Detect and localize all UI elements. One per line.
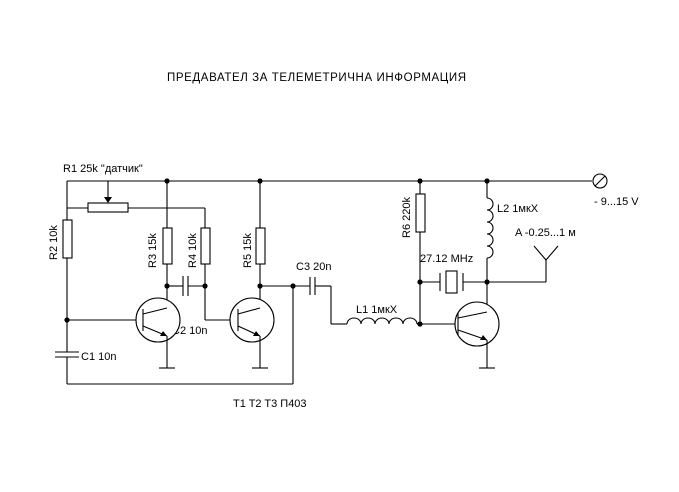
t1-transistor xyxy=(135,297,181,369)
supply-terminal xyxy=(592,173,608,189)
c2-label: C2 10n xyxy=(172,325,207,337)
t3-transistor xyxy=(454,301,500,369)
r6-label: R6 220k xyxy=(401,197,413,238)
r4-resistor xyxy=(200,208,238,321)
crystal-frequency-label: 27.12 MHz xyxy=(420,253,473,265)
supply-voltage-label: - 9...15 V xyxy=(594,196,639,208)
c1-label: C1 10n xyxy=(81,351,116,363)
r3-resistor xyxy=(162,181,173,308)
l2-inductor xyxy=(486,181,494,312)
quartz-crystal xyxy=(420,270,487,294)
r5-resistor xyxy=(255,181,266,308)
antenna-icon xyxy=(487,245,559,283)
r4-label: R4 10k xyxy=(187,233,199,268)
junction-dot xyxy=(417,321,423,327)
r1-label: R1 25k "датчик" xyxy=(63,163,143,175)
r5-label: R5 15k xyxy=(242,233,254,268)
c1-capacitor xyxy=(55,351,293,385)
l1-inductor xyxy=(346,317,458,325)
r3-label: R3 15k xyxy=(147,233,159,268)
t2-transistor xyxy=(229,297,275,369)
c2-capacitor xyxy=(167,276,205,296)
r1-potentiometer xyxy=(66,181,205,213)
r6-resistor xyxy=(415,181,426,324)
l2-label: L2 1мкХ xyxy=(497,203,539,215)
c3-capacitor xyxy=(309,277,347,325)
r2-label: R2 10k xyxy=(48,225,60,260)
antenna-label: A -0.25...1 м xyxy=(515,227,576,239)
transistors-label: T1 T2 T3 П403 xyxy=(233,398,307,410)
r2-resistor xyxy=(62,208,73,352)
schematic-title: ПРЕДАВАТЕЛ ЗА ТЕЛЕМЕТРИЧНА ИНФОРМАЦИЯ xyxy=(167,72,467,84)
c3-label: C3 20n xyxy=(296,261,331,273)
l1-label: L1 1мкХ xyxy=(356,304,398,316)
